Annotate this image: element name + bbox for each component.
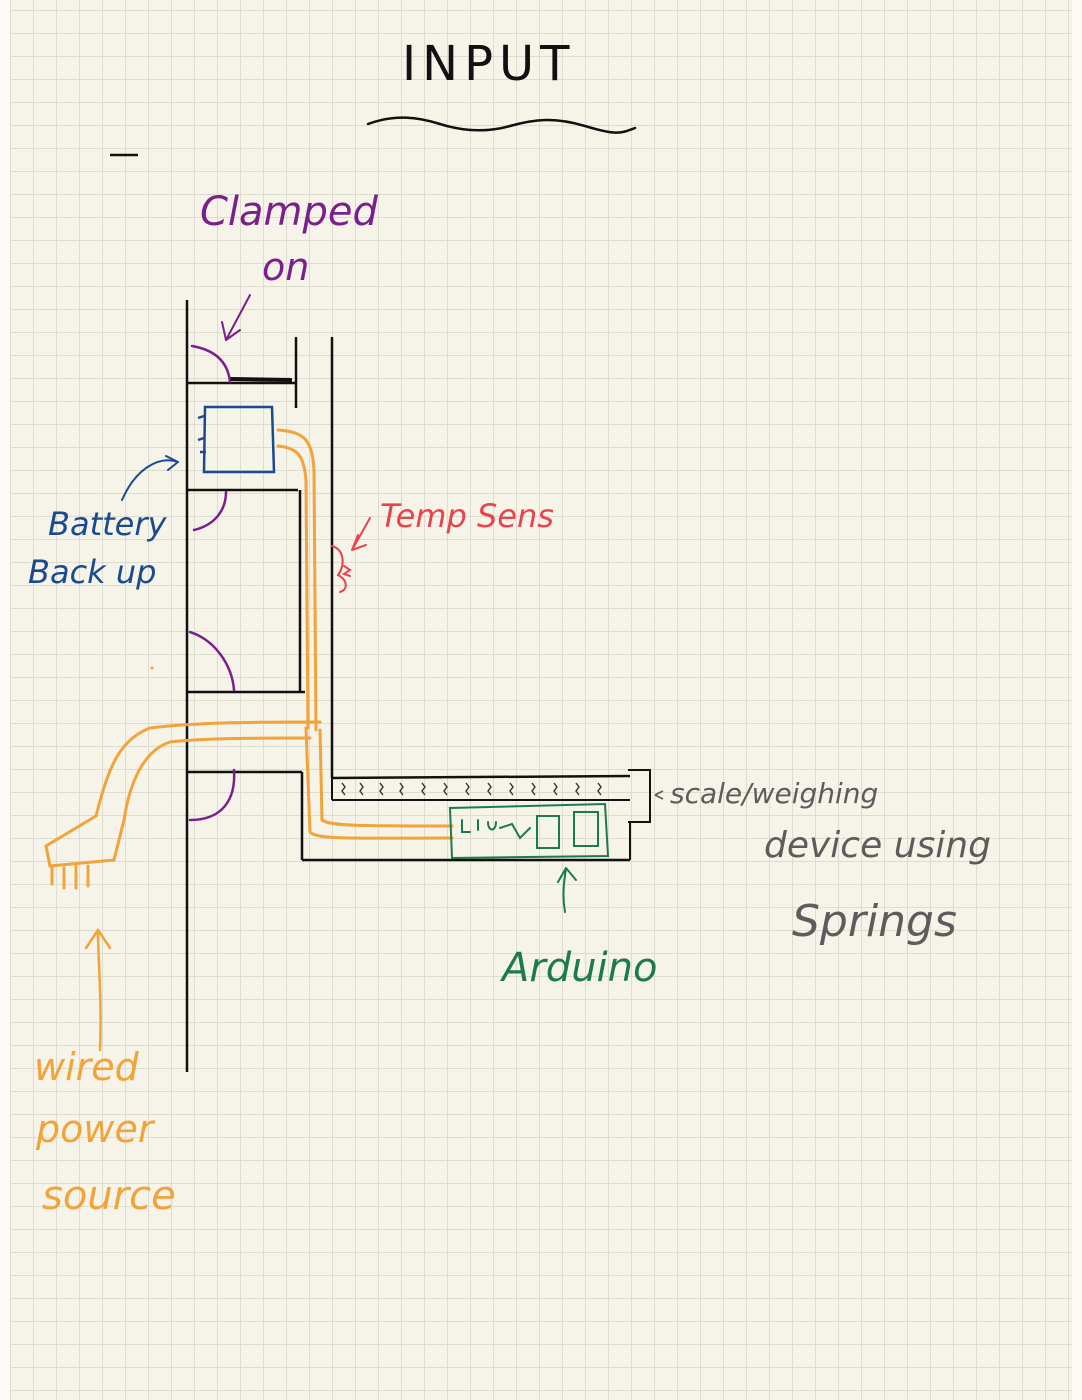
scale-pointer-arrow (655, 791, 663, 799)
arduino-label: Arduino (502, 948, 658, 988)
title-underline (368, 118, 635, 133)
clamped-label-line1: Clamped (200, 192, 378, 232)
stray-dot (151, 667, 154, 670)
battery-arrow (122, 456, 178, 500)
shelf-frame (188, 337, 630, 860)
battery-label-line2: Back up (28, 556, 156, 588)
scale-springs (342, 783, 601, 795)
power-label-line1: wired (34, 1048, 139, 1086)
page-title: INPUT (402, 40, 575, 88)
scale-label-line3: Springs (792, 900, 957, 944)
power-label-line2: power (36, 1110, 153, 1148)
battery-label-line1: Battery (48, 508, 166, 540)
arduino-board (450, 804, 608, 858)
battery-box (198, 407, 274, 472)
power-arrow (86, 930, 110, 1050)
temp-sensor-label: Temp Sens (380, 500, 554, 532)
scale-label-line2: device using (764, 828, 991, 864)
clamp-arrow (222, 295, 250, 340)
scale-label-line1: scale/weighing (670, 780, 878, 808)
clamped-label-line2: on (262, 248, 309, 286)
arduino-arrow (558, 868, 576, 912)
temp-sensor-icon (332, 518, 370, 592)
clamps (190, 346, 234, 820)
power-label-line3: source (42, 1176, 176, 1216)
